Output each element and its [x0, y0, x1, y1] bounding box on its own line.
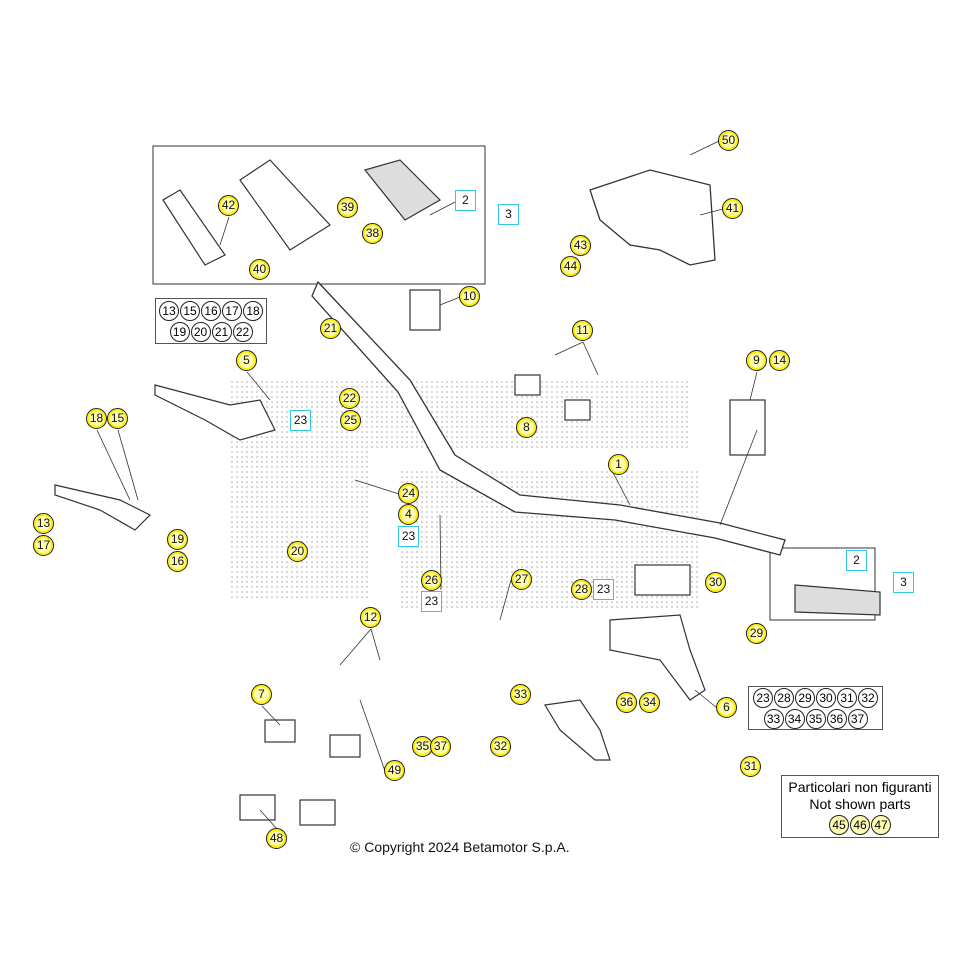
callout-13: 13 — [33, 513, 54, 534]
part-number-36: 36 — [826, 708, 847, 729]
clamps — [239, 289, 766, 826]
callout-22: 22 — [339, 388, 360, 409]
part-number-30: 30 — [816, 687, 836, 708]
copyright-text: © Copyright 2024 Betamotor S.p.A. — [350, 839, 570, 855]
levers — [54, 384, 706, 761]
callout-25: 25 — [340, 410, 361, 431]
callout-5: 5 — [236, 350, 257, 371]
callout-23: 23 — [290, 410, 311, 431]
part-number-22: 22 — [232, 321, 253, 342]
part-number-20: 20 — [190, 321, 211, 342]
part-number-31: 31 — [837, 687, 857, 708]
callout-11: 11 — [572, 320, 593, 341]
handlebar — [311, 280, 786, 556]
part-number-32: 32 — [858, 687, 878, 708]
callout-12: 12 — [360, 607, 381, 628]
callout-19: 19 — [167, 529, 188, 550]
callout-21: 21 — [320, 318, 341, 339]
callout-10: 10 — [459, 286, 480, 307]
callout-26: 26 — [421, 570, 442, 591]
handlebar-pad — [589, 169, 716, 266]
part-number-45: 45 — [829, 815, 849, 835]
not-shown-parts-box: Particolari non figuranti Not shown part… — [781, 775, 939, 838]
callout-27: 27 — [511, 569, 532, 590]
part-number-23: 23 — [753, 687, 773, 708]
callout-15: 15 — [107, 408, 128, 429]
callout-33: 33 — [510, 684, 531, 705]
part-number-15: 15 — [180, 300, 200, 321]
callout-41: 41 — [722, 198, 743, 219]
part-number-46: 46 — [850, 815, 870, 835]
callout-23: 23 — [421, 591, 442, 612]
callout-44: 44 — [560, 256, 581, 277]
part-number-28: 28 — [774, 687, 794, 708]
part-number-21: 21 — [211, 321, 232, 342]
callout-32: 32 — [490, 736, 511, 757]
part-number-18: 18 — [243, 300, 263, 321]
part-number-19: 19 — [169, 321, 190, 342]
not-shown-title-en: Not shown parts — [809, 796, 911, 812]
callout-38: 38 — [362, 223, 383, 244]
callout-4: 4 — [398, 504, 419, 525]
grips — [162, 159, 881, 616]
callout-49: 49 — [384, 760, 405, 781]
callout-43: 43 — [570, 235, 591, 256]
callout-39: 39 — [337, 197, 358, 218]
callout-2: 2 — [846, 550, 867, 571]
callout-23: 23 — [398, 526, 419, 547]
callout-34: 34 — [639, 692, 660, 713]
callout-18: 18 — [86, 408, 107, 429]
part-number-47: 47 — [871, 815, 891, 835]
callout-40: 40 — [249, 259, 270, 280]
part-number-29: 29 — [795, 687, 815, 708]
callout-31: 31 — [740, 756, 761, 777]
callout-1: 1 — [608, 454, 629, 475]
callout-37: 37 — [430, 736, 451, 757]
part-number-34: 34 — [784, 708, 805, 729]
part-number-37: 37 — [847, 708, 868, 729]
callout-24: 24 — [398, 483, 419, 504]
part-number-17: 17 — [222, 300, 242, 321]
callout-28: 28 — [571, 579, 592, 600]
callout-16: 16 — [167, 551, 188, 572]
callout-8: 8 — [516, 417, 537, 438]
callout-20: 20 — [287, 541, 308, 562]
callout-36: 36 — [616, 692, 637, 713]
callout-9: 9 — [746, 350, 767, 371]
grip-kit-box — [769, 547, 876, 621]
part-number-33: 33 — [763, 708, 784, 729]
part-number-16: 16 — [201, 300, 221, 321]
callout-14: 14 — [769, 350, 790, 371]
callout-17: 17 — [33, 535, 54, 556]
callout-29: 29 — [746, 623, 767, 644]
part-number-13: 13 — [159, 300, 179, 321]
callout-3: 3 — [893, 572, 914, 593]
callout-42: 42 — [218, 195, 239, 216]
callout-23: 23 — [593, 579, 614, 600]
callout-50: 50 — [718, 130, 739, 151]
callout-3: 3 — [498, 204, 519, 225]
callout-48: 48 — [266, 828, 287, 849]
part-number-35: 35 — [805, 708, 826, 729]
callout-6: 6 — [716, 697, 737, 718]
callout-2: 2 — [455, 190, 476, 211]
callout-30: 30 — [705, 572, 726, 593]
not-shown-title-it: Particolari non figuranti — [788, 779, 932, 795]
callout-7: 7 — [251, 684, 272, 705]
